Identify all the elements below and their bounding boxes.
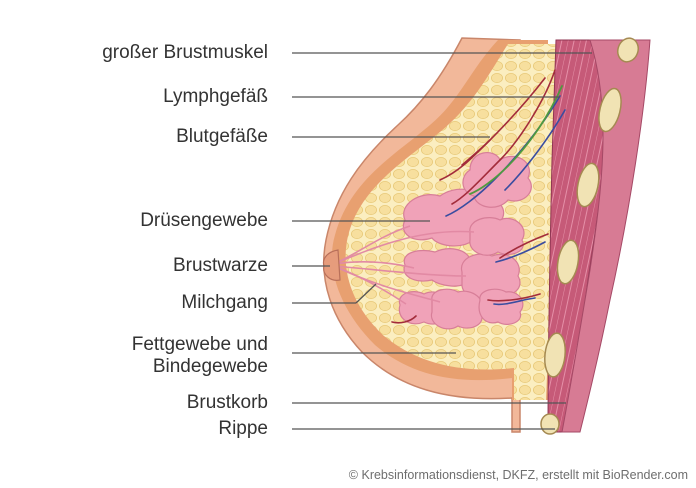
rib-3 bbox=[576, 162, 600, 208]
label-milk-duct: Milchgang bbox=[181, 292, 268, 313]
rib-5 bbox=[544, 332, 566, 378]
label-lymph-vessel: Lymphgefäß bbox=[163, 86, 268, 107]
lymph-vessel bbox=[469, 85, 563, 195]
ribs bbox=[540, 37, 640, 435]
rib-6 bbox=[540, 413, 560, 435]
glandular-tissue bbox=[398, 152, 532, 330]
label-fat-tissue-line2: Bindegewebe bbox=[152, 356, 268, 377]
copyright-credit: © Krebsinformationsdienst, DKFZ, erstell… bbox=[348, 468, 688, 482]
rib-4 bbox=[556, 239, 580, 285]
label-nipple: Brustwarze bbox=[172, 255, 268, 276]
chest-wall bbox=[561, 39, 651, 433]
label-fat-tissue-line1: Fettgewebe und bbox=[131, 334, 268, 355]
rib-2 bbox=[598, 87, 622, 133]
label-pectoral-muscle: großer Brustmuskel bbox=[102, 42, 268, 63]
leader-milk-duct-tip bbox=[355, 283, 377, 304]
label-blood-vessels: Blutgefäße bbox=[176, 126, 268, 147]
leader-lines bbox=[292, 52, 592, 430]
label-rib: Rippe bbox=[218, 418, 268, 439]
label-rib-cage: Brustkorb bbox=[186, 392, 268, 413]
arteries bbox=[391, 69, 556, 324]
milk-ducts bbox=[333, 225, 475, 305]
label-glandular-tissue: Drüsengewebe bbox=[140, 210, 268, 231]
rib-1 bbox=[616, 37, 640, 63]
